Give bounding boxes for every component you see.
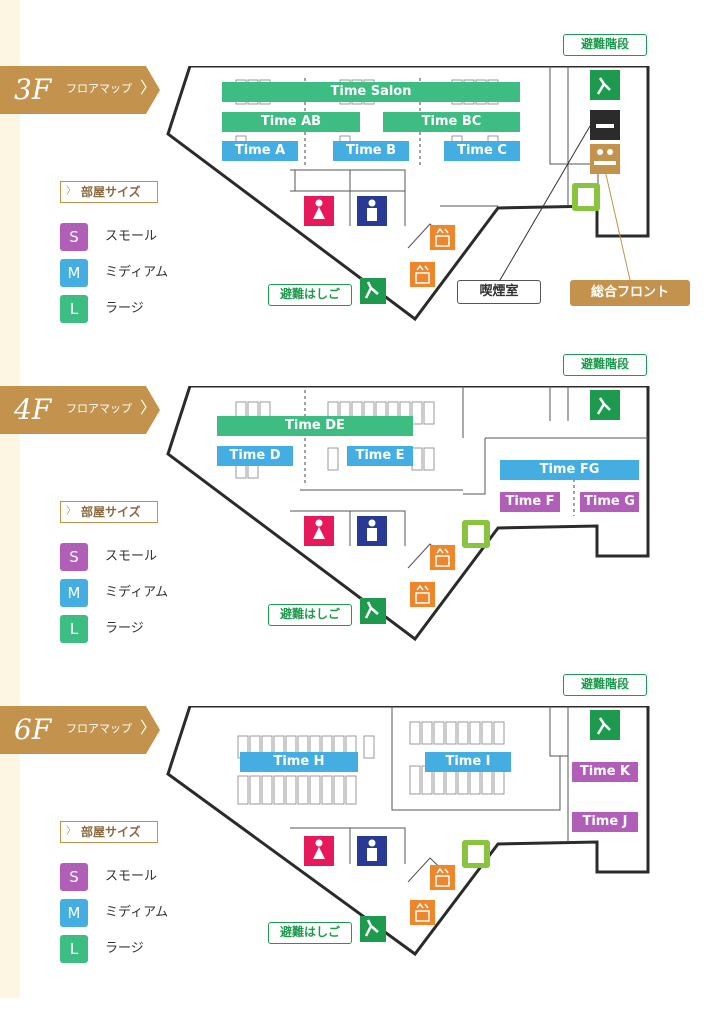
chevron-right-icon: 〉 [66,506,76,517]
legend-item-medium: M ミディアム [60,899,220,927]
legend-label: スモール [105,229,158,244]
men-figure [367,208,377,221]
floor-6f: 6F フロアマップ 〉 〉 部屋サイズ S スモール M ミディアム L ラージ [0,674,719,1026]
chevron-right-icon: 〉 [140,78,157,97]
emergency-ladder-label: 避難はしご [268,604,352,626]
smoking-room-label: 喫煙室 [457,280,541,304]
size-badge-m: M [60,259,88,287]
chevron-right-icon: 〉 [66,186,76,197]
floor-4f: 4F フロアマップ 〉 〉 部屋サイズ S スモール M ミディアム L ラージ [0,354,719,706]
legend-label: スモール [105,869,158,884]
size-badge-m: M [60,579,88,607]
legend-item-small: S スモール [60,863,220,891]
inner-walls [290,386,648,569]
room-time-de[interactable]: Time DE [217,416,413,436]
legend-item-small: S スモール [60,223,220,251]
floor-tab-6f[interactable]: 6F フロアマップ 〉 [0,706,160,754]
size-badge-l: L [60,295,88,323]
legend-label: ラージ [105,301,144,316]
room-time-k[interactable]: Time K [572,762,638,782]
room-time-salon[interactable]: Time Salon [222,82,520,102]
exit-figure [364,281,379,299]
emergency-stairs-label: 避難階段 [563,354,647,376]
emergency-ladder-label: 避難はしご [268,284,352,306]
floor-plan-6f [166,706,650,957]
front-desk-icon [590,144,620,174]
emergency-ladder-label: 避難はしご [268,922,352,944]
room-size-legend: 〉 部屋サイズ S スモール M ミディアム L ラージ [60,181,220,331]
floor-tab-4f[interactable]: 4F フロアマップ 〉 [0,386,160,434]
floor-number: 6F [14,713,52,746]
size-badge-l: L [60,935,88,963]
legend-label: スモール [105,549,158,564]
room-time-d[interactable]: Time D [217,446,293,466]
legend-title: 部屋サイズ [81,825,141,839]
legend-item-small: S スモール [60,543,220,571]
legend-label: ミディアム [105,585,169,600]
room-size-legend: 〉 部屋サイズ S スモール M ミディアム L ラージ [60,501,220,651]
legend-item-large: L ラージ [60,935,220,963]
front-desk-label: 総合フロント [570,280,690,306]
floor-number: 4F [14,393,52,426]
room-time-ab[interactable]: Time AB [222,112,360,132]
partition-lines [304,390,575,516]
size-badge-s: S [60,543,88,571]
floor-number: 3F [14,73,52,106]
size-badge-s: S [60,863,88,891]
chevron-right-icon: 〉 [140,718,157,737]
legend-item-medium: M ミディアム [60,259,220,287]
exit-figure [596,77,611,95]
room-time-b[interactable]: Time B [333,141,409,161]
legend-label: ラージ [105,941,144,956]
room-time-g[interactable]: Time G [580,492,639,512]
room-time-j[interactable]: Time J [572,812,638,832]
size-badge-l: L [60,615,88,643]
chevron-right-icon: 〉 [140,398,157,417]
cigarette [596,124,614,128]
women-figure [313,207,325,219]
floor-tab-3f[interactable]: 3F フロアマップ 〉 [0,66,160,114]
smoking-leader-line [499,125,591,281]
chevron-right-icon: 〉 [66,826,76,837]
room-size-legend: 〉 部屋サイズ S スモール M ミディアム L ラージ [60,821,220,971]
front-leader-line [604,169,631,281]
elevator-door [415,272,430,284]
room-time-c[interactable]: Time C [444,141,520,161]
room-time-fg[interactable]: Time FG [500,460,639,480]
size-badge-m: M [60,899,88,927]
legend-item-large: L ラージ [60,295,220,323]
legend-item-medium: M ミディアム [60,579,220,607]
floor-map-label: フロアマップ [66,402,132,415]
size-badge-s: S [60,223,88,251]
legend-title: 部屋サイズ [81,185,141,199]
floor-3f: 3F フロアマップ 〉 〉 部屋サイズ S スモール M ミディアム L ラージ [0,34,719,386]
room-time-bc[interactable]: Time BC [383,112,520,132]
floor-map-label: フロアマップ [66,722,132,735]
room-time-e[interactable]: Time E [347,446,413,466]
legend-title-box: 〉 部屋サイズ [60,181,158,203]
legend-item-large: L ラージ [60,615,220,643]
room-time-i[interactable]: Time I [425,752,511,772]
emergency-stairs-label: 避難階段 [563,34,647,56]
room-time-h[interactable]: Time H [240,752,358,772]
legend-title-box: 〉 部屋サイズ [60,821,158,843]
emergency-stairs-label: 避難階段 [563,674,647,696]
legend-label: ラージ [105,621,144,636]
room-time-f[interactable]: Time F [500,492,560,512]
legend-label: ミディアム [105,905,169,920]
elevator-arrows [436,227,449,234]
room-time-a[interactable]: Time A [222,141,298,161]
elevator-door [435,235,450,247]
legend-title-box: 〉 部屋サイズ [60,501,158,523]
legend-label: ミディアム [105,265,169,280]
elevator-arrows [416,264,429,271]
legend-title: 部屋サイズ [81,505,141,519]
women-figure [315,199,323,207]
inner-walls [290,66,599,249]
vending-panel [578,188,594,206]
men-figure [368,199,376,207]
floor-map-label: フロアマップ [66,82,132,95]
